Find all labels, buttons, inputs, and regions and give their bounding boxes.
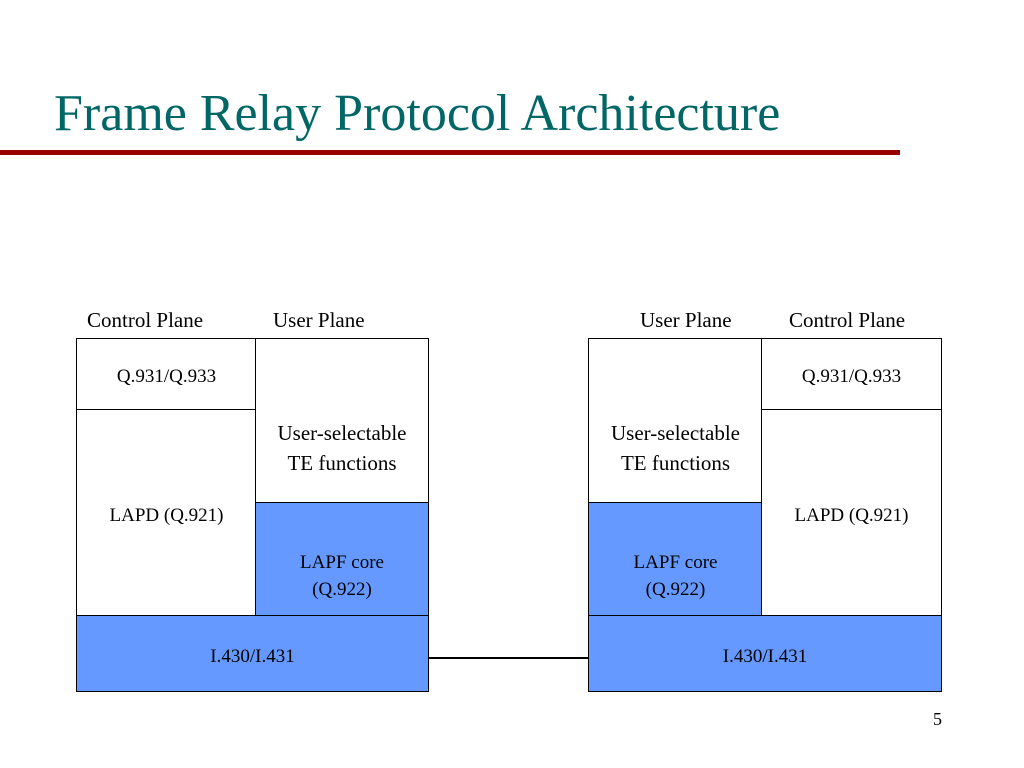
right-user-selectable-line2: TE functions	[620, 451, 731, 475]
page-number: 5	[933, 709, 942, 729]
left-user-plane-label: User Plane	[273, 308, 365, 332]
left-lapf-core-box: LAPF core (Q.922)	[255, 502, 429, 617]
left-lapf-line2: (Q.922)	[312, 578, 372, 600]
slide-title: Frame Relay Protocol Architecture	[54, 85, 781, 142]
left-q931-box: Q.931/Q.933	[76, 338, 257, 411]
right-user-selectable-box: User-selectable TE functions	[588, 338, 763, 504]
right-q931-box: Q.931/Q.933	[761, 338, 942, 411]
right-user-selectable-line1: User-selectable	[610, 421, 740, 445]
link-connector-line	[428, 657, 590, 659]
left-physical-layer-box: I.430/I.431	[76, 615, 429, 692]
right-lapd-box: LAPD (Q.921)	[761, 409, 942, 617]
right-lapd-label: LAPD (Q.921)	[794, 505, 909, 526]
left-q931-label: Q.931/Q.933	[116, 366, 217, 387]
left-user-selectable-box: User-selectable TE functions	[255, 338, 429, 504]
right-lapf-line1: LAPF core	[633, 551, 718, 573]
left-control-plane-label: Control Plane	[87, 308, 204, 332]
right-physical-label: I.430/I.431	[722, 646, 808, 667]
right-user-plane-label: User Plane	[640, 308, 732, 332]
right-lapf-core-box: LAPF core (Q.922)	[588, 502, 763, 617]
right-q931-label: Q.931/Q.933	[801, 366, 902, 387]
left-lapf-line1: LAPF core	[300, 551, 384, 573]
right-physical-layer-box: I.430/I.431	[588, 615, 942, 692]
right-lapf-line2: (Q.922)	[645, 578, 706, 600]
left-lapd-box: LAPD (Q.921)	[76, 409, 257, 617]
left-physical-label: I.430/I.431	[210, 646, 295, 667]
title-underline	[0, 150, 900, 155]
left-user-selectable-line1: User-selectable	[277, 421, 407, 445]
left-lapd-label: LAPD (Q.921)	[109, 505, 224, 526]
right-control-plane-label: Control Plane	[789, 308, 906, 332]
left-user-selectable-line2: TE functions	[287, 451, 397, 475]
